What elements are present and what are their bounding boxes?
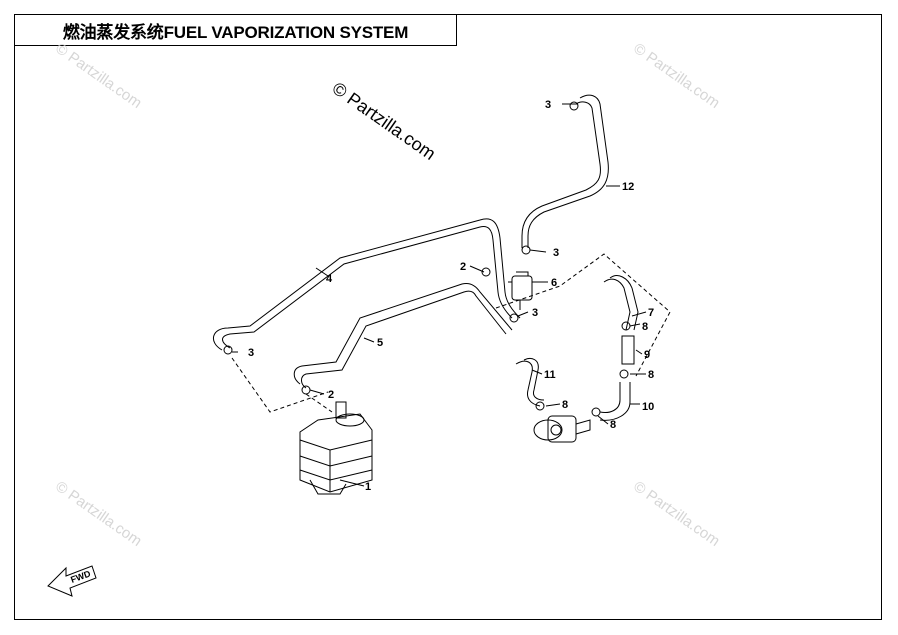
valve-6 [508, 271, 533, 310]
callout-9: 9 [644, 349, 650, 361]
hose-10 [599, 382, 621, 413]
tube-9 [621, 335, 635, 365]
hose-5 [293, 283, 513, 385]
clamp [521, 245, 531, 255]
callout-3: 3 [532, 307, 538, 319]
clamp [481, 267, 491, 277]
callout-4: 4 [326, 273, 333, 285]
page-title: 燃油蒸发系统FUEL VAPORIZATION SYSTEM [62, 22, 409, 42]
clamp [619, 369, 629, 379]
callout-8: 8 [562, 399, 568, 411]
purge-valve [533, 415, 591, 443]
callout-7: 7 [648, 307, 654, 319]
clamp [301, 385, 311, 395]
callout-1: 1 [365, 481, 371, 493]
callout-8: 8 [642, 321, 648, 333]
hose-4 [213, 218, 521, 351]
callout-5: 5 [377, 337, 383, 349]
hose-11 [515, 360, 541, 407]
callout-8: 8 [610, 419, 616, 431]
title-box: 燃油蒸发系统FUEL VAPORIZATION SYSTEM [14, 14, 457, 46]
callout-11: 11 [544, 369, 556, 381]
clamp [509, 313, 519, 323]
callout-3: 3 [545, 99, 551, 111]
callout-10: 10 [642, 401, 654, 413]
dashed-guide [495, 253, 671, 377]
callout-12: 12 [622, 181, 634, 193]
clamp [223, 345, 233, 355]
clamp [569, 101, 579, 111]
fwd-arrow: FWD [47, 565, 97, 597]
charcoal-canister [299, 401, 373, 495]
callout-6: 6 [551, 277, 557, 289]
callout-3: 3 [553, 247, 559, 259]
clamp [535, 401, 545, 411]
callout-3: 3 [248, 347, 254, 359]
hose-7 [603, 278, 631, 331]
dashed-guide [305, 393, 333, 413]
hose-12 [527, 94, 609, 248]
callout-8: 8 [648, 369, 654, 381]
dashed-guide [231, 357, 329, 413]
callout-2: 2 [460, 261, 466, 273]
clamp [591, 407, 601, 417]
callout-2: 2 [328, 389, 334, 401]
